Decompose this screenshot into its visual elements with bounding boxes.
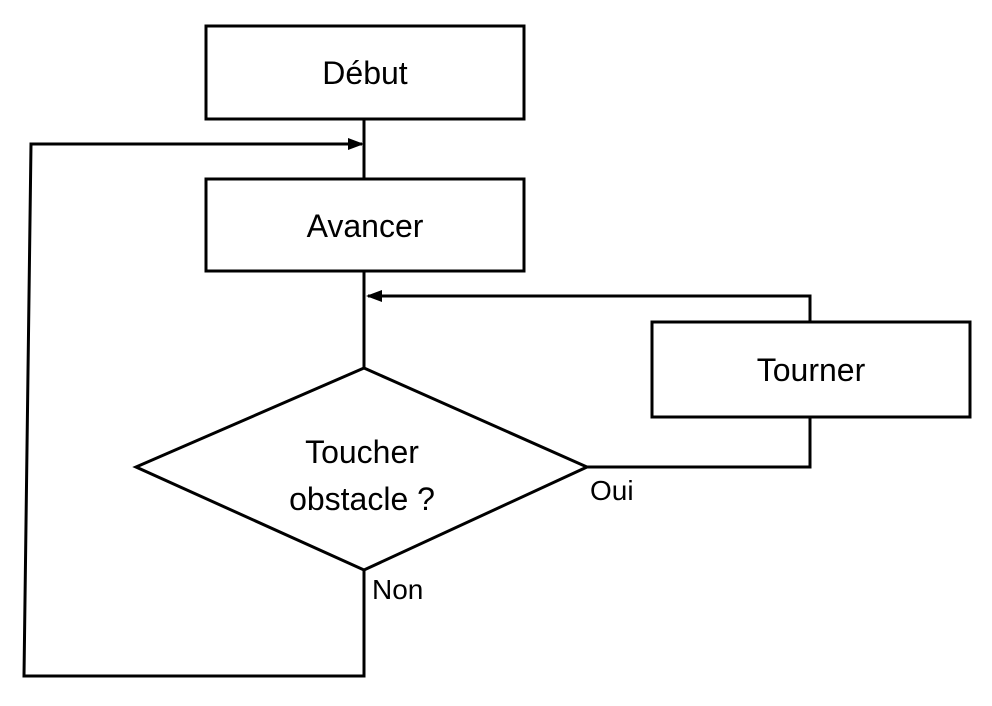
decision-label-line1: Toucher — [305, 434, 419, 470]
return-turn-to-decision — [366, 290, 812, 322]
decision-label-line2: obstacle ? — [289, 481, 435, 517]
yes-branch-label: Oui — [590, 475, 634, 506]
forward-node: Avancer — [204, 177, 526, 273]
decision-node: Toucher obstacle ? — [132, 366, 591, 572]
turn-node: Tourner — [650, 320, 972, 419]
start-node-label: Début — [322, 55, 408, 91]
forward-node-label: Avancer — [307, 208, 424, 244]
turn-node-label: Tourner — [757, 352, 866, 388]
connector-yes-to-turn — [587, 417, 812, 469]
loop-no-back-to-forward — [22, 138, 366, 678]
no-branch-label: Non — [372, 574, 423, 605]
start-node: Début — [204, 24, 526, 121]
